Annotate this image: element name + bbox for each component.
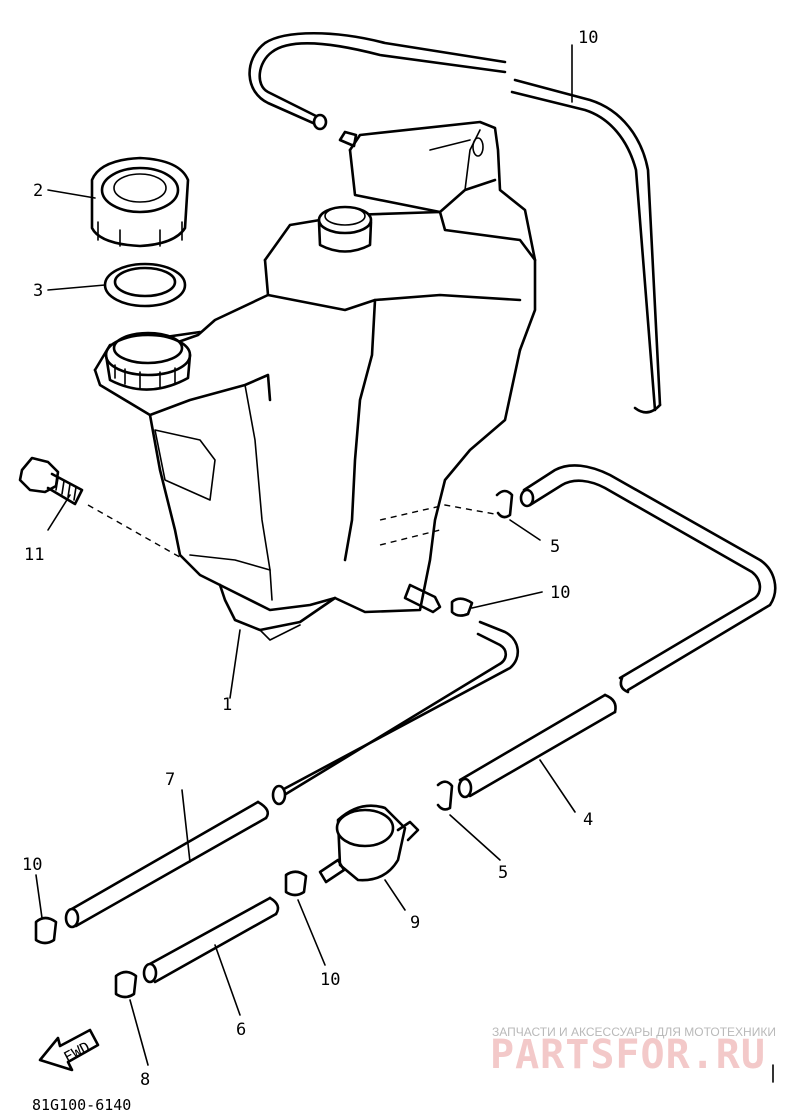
callout-5-lower: 5 <box>498 863 508 883</box>
callout-11: 11 <box>24 545 44 565</box>
callout-6: 6 <box>236 1020 246 1040</box>
callout-10-mid: 10 <box>320 970 340 990</box>
callout-10-bottom: 8 <box>140 1070 150 1090</box>
hose-6 <box>142 896 280 984</box>
fwd-arrow-icon <box>38 1028 100 1072</box>
watermark-brand: PARTSFOR.RU <box>490 1032 766 1078</box>
leader-lines <box>35 44 576 1066</box>
callout-3: 3 <box>33 281 43 301</box>
clamps <box>34 489 514 999</box>
callout-1: 1 <box>222 695 232 715</box>
part-code: 81G100-6140 <box>32 1096 131 1114</box>
callout-10-left: 10 <box>22 855 42 875</box>
callout-10-upper: 10 <box>550 583 570 603</box>
callout-8: 10 <box>578 28 598 48</box>
reservoir-tank <box>93 120 537 641</box>
reservoir-cap <box>90 156 190 248</box>
callout-4: 4 <box>583 810 593 830</box>
fuel-filter <box>318 804 420 884</box>
hose-8 <box>248 31 662 414</box>
bolt <box>18 456 186 561</box>
watermark-tagline: ЗАПЧАСТИ И АКСЕССУАРЫ ДЛЯ МОТОТЕХНИКИ <box>492 1025 776 1039</box>
callout-5-upper: 5 <box>550 537 560 557</box>
cap-gasket <box>103 262 187 308</box>
callout-9: 9 <box>410 913 420 933</box>
callout-7: 7 <box>165 770 175 790</box>
callout-2: 2 <box>33 181 43 201</box>
hose-4 <box>457 464 777 799</box>
hose-7 <box>64 620 519 929</box>
